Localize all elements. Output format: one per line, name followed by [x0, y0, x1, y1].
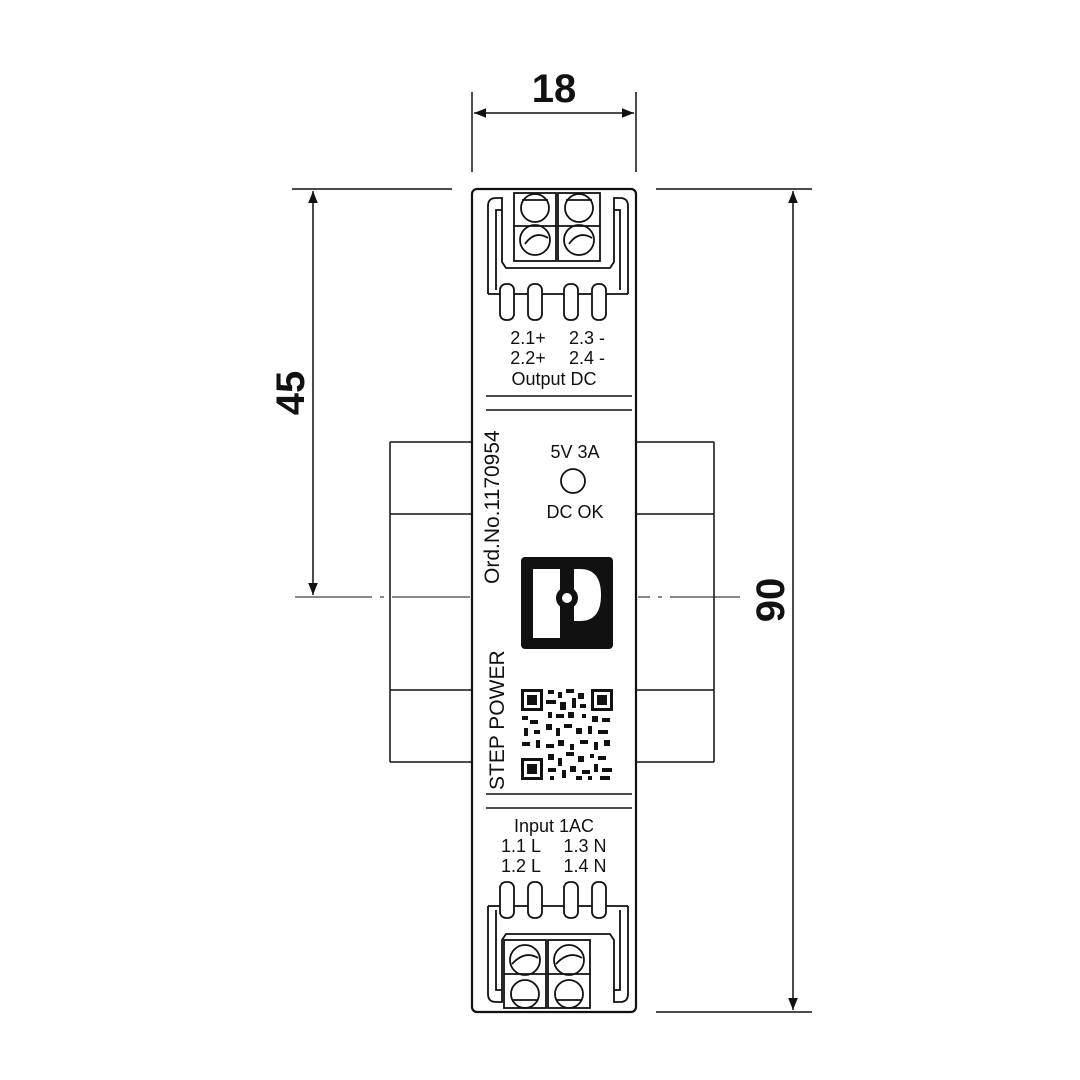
half-height-dimension	[292, 188, 452, 595]
width-dimension	[471, 92, 637, 172]
output-terminal-2-4: 2.4 -	[569, 348, 605, 368]
order-number: Ord.No.1170954	[481, 430, 504, 584]
input-1ac-title: Input 1AC	[514, 816, 594, 836]
status-led-icon	[560, 468, 586, 494]
input-terminal-1-2: 1.2 L	[501, 856, 541, 876]
top-terminal-block	[487, 192, 629, 321]
bottom-terminal-block	[487, 881, 629, 1009]
module-dividers	[486, 395, 632, 809]
dc-ok-label: DC OK	[546, 502, 603, 522]
output-terminal-2-2: 2.2+	[510, 348, 546, 368]
output-dc-title: Output DC	[511, 369, 596, 389]
total-height-dimension	[656, 188, 812, 1013]
output-terminal-2-1: 2.1+	[510, 328, 546, 348]
input-terminal-1-3: 1.3 N	[563, 836, 606, 856]
input-terminal-1-1: 1.1 L	[501, 836, 541, 856]
phoenix-contact-logo	[521, 557, 613, 649]
output-terminal-2-3: 2.3 -	[569, 328, 605, 348]
total-height-dimension-label: 90	[749, 578, 793, 623]
qr-code-icon	[519, 688, 615, 782]
product-name: STEP POWER	[486, 650, 509, 790]
width-dimension-label: 18	[532, 67, 577, 111]
input-terminal-1-4: 1.4 N	[563, 856, 606, 876]
din-rail	[389, 441, 715, 763]
rating-label: 5V 3A	[550, 442, 599, 462]
half-height-dimension-label: 45	[269, 371, 313, 416]
